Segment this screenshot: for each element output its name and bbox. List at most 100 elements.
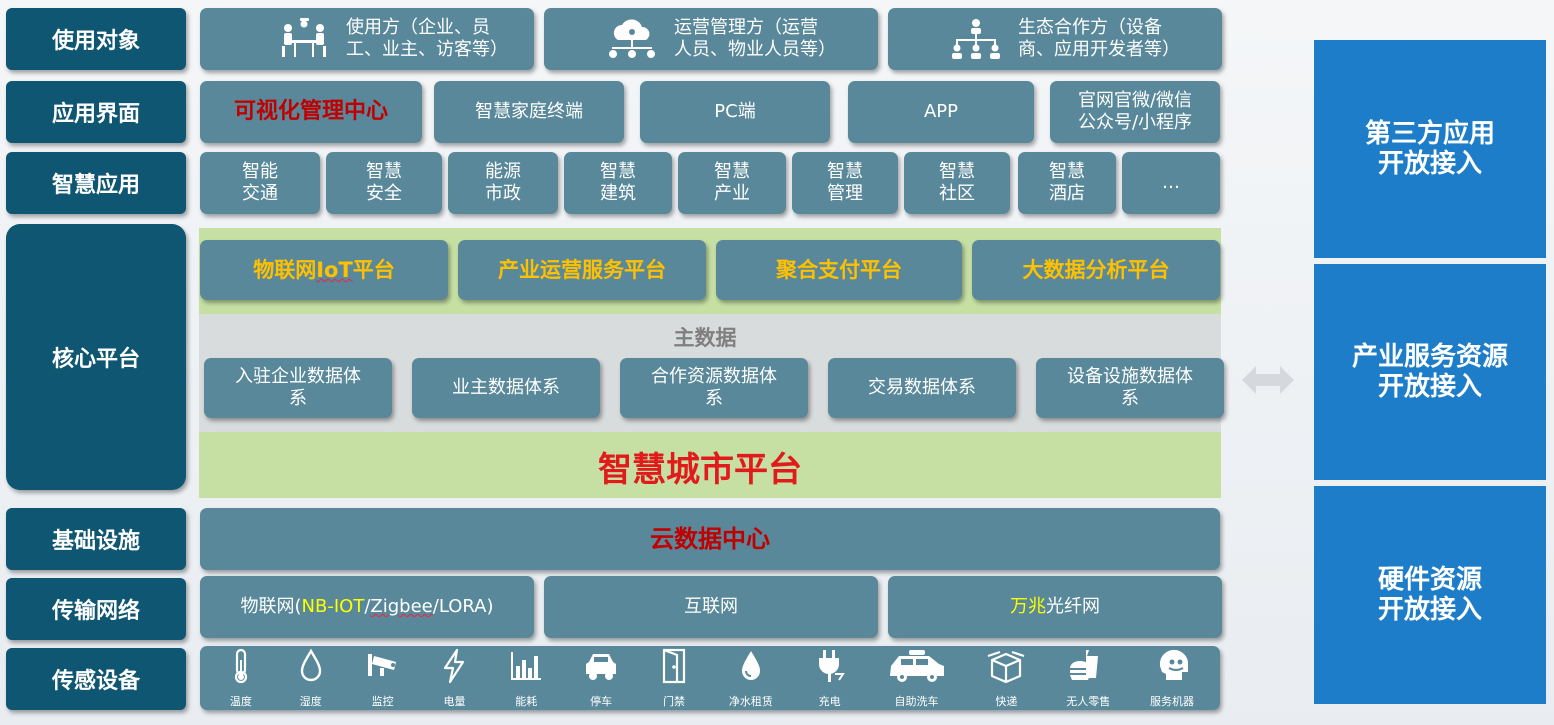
ui-home-terminal: 智慧家庭终端: [434, 81, 624, 143]
app-tile: 智慧建筑: [564, 152, 672, 214]
app-tile: 能源市政: [448, 152, 558, 214]
platform-industry-ops: 产业运营服务平台: [458, 240, 706, 300]
app-tile-line1: 智能: [242, 161, 278, 182]
sensor-label: 服务机器: [1150, 695, 1195, 708]
sensor-label: 能耗: [515, 695, 538, 708]
user-group-users-line1: 使用方（企业、员: [346, 17, 490, 38]
sensor-label: 快递: [995, 695, 1018, 708]
network-iot-label: 物联网(NB-IOT/Zigbee/LORA): [241, 596, 494, 618]
bar-chart-icon: [511, 652, 542, 680]
open-access-industry-services: 产业服务资源 开放接入: [1314, 264, 1546, 480]
user-group-operators-line2: 人员、物业人员等）: [674, 39, 836, 60]
app-tile-line2: 安全: [366, 183, 402, 204]
sensor-label: 自助洗车: [894, 695, 939, 708]
network-iot-rest: /LORA): [432, 596, 494, 617]
open-access-industry-line2: 开放接入: [1377, 372, 1482, 402]
app-tile: 智能交通: [200, 152, 320, 214]
water-drop-icon: [300, 648, 321, 682]
open-access-third-party: 第三方应用 开放接入: [1314, 40, 1546, 258]
sensor-item: 能耗: [509, 648, 543, 708]
sensor-item: 电量: [439, 648, 469, 708]
sensor-label: 无人零售: [1066, 695, 1111, 708]
app-tile-line2: 市政: [485, 183, 521, 204]
network-iot-zigbee: Zigbee: [370, 596, 433, 617]
row-label-ui: 应用界面: [6, 81, 186, 143]
data-system-line1: 入驻企业数据体: [235, 366, 361, 387]
network-iot-pre: 物联网(: [240, 596, 302, 617]
user-group-users: 使用方（企业、员 工、业主、访客等）: [200, 8, 534, 70]
open-access-industry-line1: 产业服务资源: [1351, 342, 1508, 372]
row-label-apps: 智慧应用: [6, 152, 186, 214]
ui-official-line1: 官网官微/微信: [1077, 90, 1193, 111]
app-tile-line2: 交通: [242, 183, 278, 204]
platform-iot-pre: 物联网: [253, 258, 317, 282]
data-system-line1: 合作资源数据体: [651, 366, 777, 387]
network-fiber: 万兆光纤网: [888, 576, 1222, 638]
platform-iot-label: 物联网IoT平台: [253, 259, 395, 281]
smart-city-platform-title: 智慧城市平台: [598, 450, 802, 490]
platform-iot-iot: IoT: [316, 258, 353, 282]
user-group-users-line2: 工、业主、访客等）: [346, 39, 508, 60]
ui-pc: PC端: [640, 81, 830, 143]
data-system-line1: 设备设施数据体: [1067, 366, 1193, 387]
sensor-item: 快递: [986, 648, 1026, 708]
user-group-partners-text: 生态合作方（设备 商、应用开发者等）: [1018, 17, 1180, 61]
platform-bigdata-label: 大数据分析平台: [1022, 258, 1170, 282]
app-tile-line1: 智慧: [1049, 161, 1085, 182]
sensor-item: 服务机器: [1150, 648, 1194, 708]
data-system-tile: 业主数据体系: [412, 358, 600, 418]
sensor-label: 湿度: [299, 695, 322, 708]
open-access-third-party-line2: 开放接入: [1377, 149, 1482, 179]
open-access-hardware: 硬件资源 开放接入: [1314, 486, 1546, 704]
car-icon: [586, 654, 617, 680]
sensor-item: 门禁: [659, 648, 689, 708]
app-tile: 智慧酒店: [1018, 152, 1116, 214]
infra-cloud-label: 云数据中心: [650, 525, 770, 553]
car-wash-icon: [889, 650, 944, 682]
cloud-network-icon: [609, 19, 655, 58]
ui-app: APP: [848, 81, 1034, 143]
network-fiber-10g: 万兆: [1010, 596, 1046, 617]
open-access-hardware-line1: 硬件资源: [1377, 565, 1482, 595]
sensor-label: 停车: [590, 695, 613, 708]
data-system-line2: 系: [1121, 388, 1139, 409]
platform-bigdata: 大数据分析平台: [972, 240, 1220, 300]
plug-icon: [818, 650, 845, 682]
app-tile: 智慧管理: [792, 152, 898, 214]
ui-official-accounts: 官网官微/微信 公众号/小程序: [1050, 81, 1220, 143]
sensor-label: 净水租赁: [728, 695, 773, 708]
data-system-tile: 合作资源数据体系: [620, 358, 808, 418]
ui-official-line2: 公众号/小程序: [1077, 112, 1193, 133]
app-tile-line1: 智慧: [827, 161, 863, 182]
app-tile-line2: 管理: [827, 183, 863, 204]
drop-filled-icon: [741, 651, 760, 680]
data-system-tile: 交易数据体系: [828, 358, 1016, 418]
open-access-third-party-line1: 第三方应用: [1364, 119, 1495, 149]
sensor-label: 门禁: [662, 695, 685, 708]
door-icon: [662, 648, 686, 684]
master-data-title: 主数据: [673, 326, 737, 350]
sensor-label: 充电: [818, 695, 841, 708]
ui-visual-center: 可视化管理中心: [200, 81, 422, 143]
open-access-hardware-line2: 开放接入: [1377, 595, 1482, 625]
sensor-item: 监控: [366, 648, 400, 708]
sensor-item: 湿度: [296, 648, 326, 708]
data-system-line1: 交易数据体系: [868, 377, 976, 398]
drink-burger-icon: [1070, 650, 1099, 680]
user-group-users-text: 使用方（企业、员 工、业主、访客等）: [346, 17, 508, 61]
user-group-partners: 生态合作方（设备 商、应用开发者等）: [888, 8, 1222, 70]
data-system-line2: 系: [705, 388, 723, 409]
sensor-item: 温度: [226, 648, 256, 708]
package-icon: [988, 650, 1025, 684]
data-system-line1: 业主数据体系: [452, 377, 560, 398]
app-tile-line2: 产业: [714, 183, 750, 204]
app-tile-line1: 智慧: [714, 161, 750, 182]
row-label-core: 核心平台: [6, 224, 186, 490]
app-tile-line2: 社区: [939, 183, 975, 204]
data-system-tile: 入驻企业数据体系: [204, 358, 392, 418]
app-tile-line1: 能源: [485, 161, 521, 182]
platform-payment-label: 聚合支付平台: [776, 258, 902, 282]
user-group-operators-text: 运营管理方（运营 人员、物业人员等）: [674, 17, 836, 61]
bidirectional-arrow-icon: [1242, 366, 1294, 394]
platform-iot: 物联网IoT平台: [200, 240, 448, 300]
